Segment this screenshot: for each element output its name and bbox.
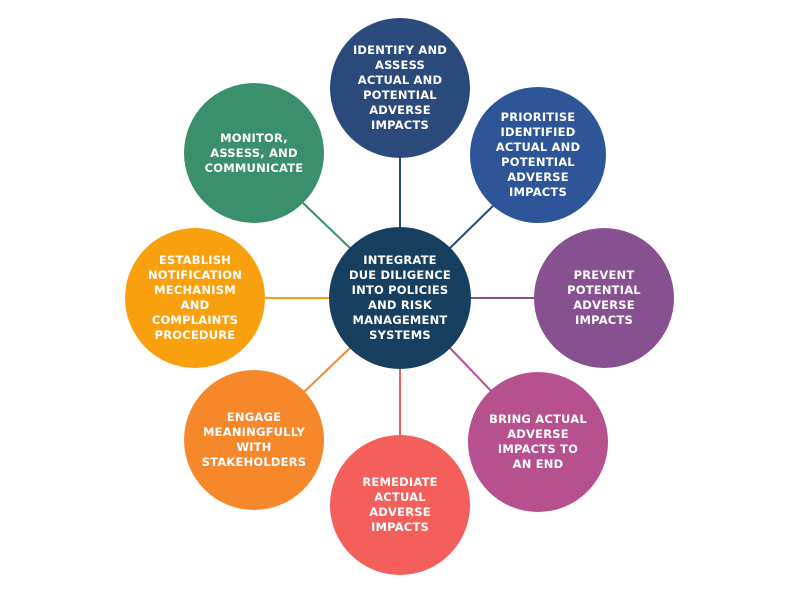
node-bring-to-end: BRING ACTUAL ADVERSE IMPACTS TO AN END [468,372,608,512]
node-remediate: REMEDIATE ACTUAL ADVERSE IMPACTS [330,435,470,575]
node-identify-assess: IDENTIFY AND ASSESS ACTUAL AND POTENTIAL… [330,18,470,158]
node-prioritise: PRIORITISE IDENTIFIED ACTUAL AND POTENTI… [470,87,606,223]
connector-engage [302,347,351,394]
connector-prioritise [449,202,497,249]
connector-bring [449,347,495,395]
node-prevent: PREVENT POTENTIAL ADVERSE IMPACTS [534,228,674,368]
connector-monitor [302,202,351,249]
node-monitor-communicate: MONITOR, ASSESS, AND COMMUNICATE [184,83,324,223]
center-node-integrate: INTEGRATE DUE DILIGENCE INTO POLICIES AN… [329,227,471,369]
node-engage-stakeholders: ENGAGE MEANINGFULLY WITH STAKEHOLDERS [184,370,324,510]
node-establish-mechanism: ESTABLISH NOTIFICATION MECHANISM AND COM… [125,228,265,368]
